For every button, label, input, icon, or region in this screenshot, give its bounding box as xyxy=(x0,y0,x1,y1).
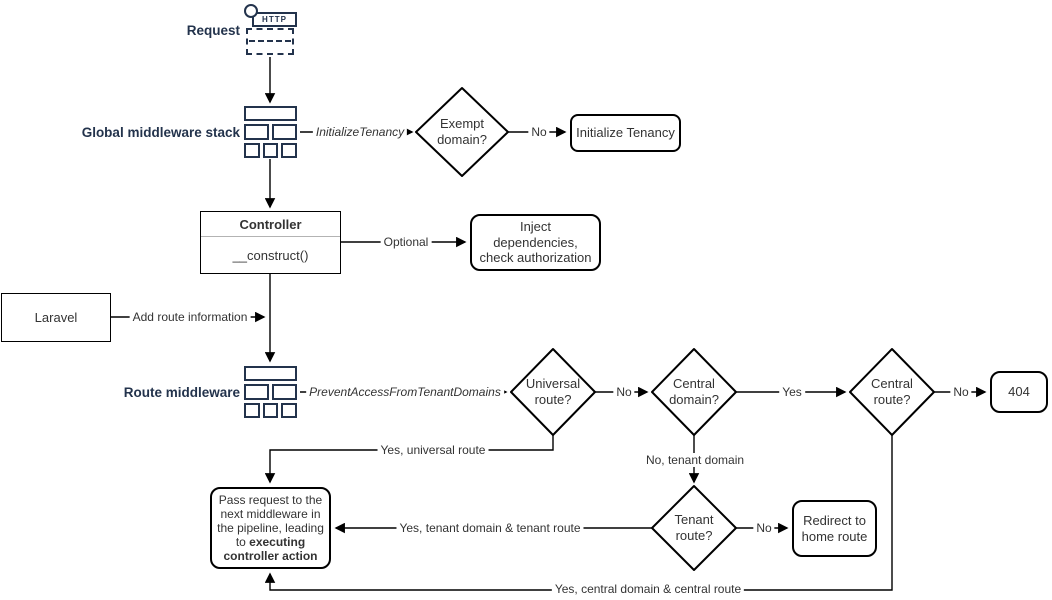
pass-request-normal-text: Pass request to the next middleware in t… xyxy=(217,492,324,550)
stack-cell xyxy=(244,402,260,418)
decision-central-route-label: Central route? xyxy=(871,375,913,407)
node-laravel: Laravel xyxy=(1,293,111,342)
node-redirect-home-label: Redirect to home route xyxy=(801,512,868,544)
global-middleware-stack-label: Global middleware stack xyxy=(81,125,240,140)
edge-label-initialize-tenancy: InitializeTenancy xyxy=(312,125,408,139)
edge-label-optional: Optional xyxy=(380,235,432,249)
node-404-label: 404 xyxy=(1008,384,1030,400)
route-middleware-label: Route middleware xyxy=(123,385,240,400)
http-request-circle xyxy=(244,4,258,18)
stack-cell xyxy=(244,366,297,382)
edge-label-add-route-information: Add route information xyxy=(129,310,251,324)
node-initialize-tenancy: Initialize Tenancy xyxy=(570,114,681,152)
edge-label-universal-no: No xyxy=(613,385,635,399)
stack-cell xyxy=(262,402,279,418)
node-initialize-tenancy-label: Initialize Tenancy xyxy=(576,125,675,141)
decision-central-route xyxy=(849,348,935,436)
edge-label-central-domain-no: No, tenant domain xyxy=(642,453,748,467)
request-label: Request xyxy=(186,23,240,38)
edge-label-central-route-no: No xyxy=(950,385,972,399)
edge-label-prevent-access: PreventAccessFromTenantDomains xyxy=(306,385,504,399)
stack-row-1 xyxy=(244,106,297,122)
node-404: 404 xyxy=(990,371,1048,413)
stack-row-2 xyxy=(244,384,297,400)
stack-cell xyxy=(244,124,269,140)
stack-cell xyxy=(244,384,269,400)
edge-label-universal-yes: Yes, universal route xyxy=(377,443,489,457)
http-request-body xyxy=(246,28,294,55)
stack-row-3 xyxy=(244,142,298,158)
edge-label-exempt-no: No xyxy=(528,125,550,139)
node-inject-dependencies-label: Inject dependencies, check authorization xyxy=(479,219,592,266)
node-pass-request: Pass request to the next middleware in t… xyxy=(210,487,331,569)
route-middleware-stack-icon xyxy=(244,366,298,418)
global-middleware-stack-icon xyxy=(244,106,298,158)
controller-title: Controller xyxy=(201,212,340,237)
edge-label-tenant-no: No xyxy=(753,521,775,535)
stack-cell xyxy=(262,142,279,158)
edge-label-tenant-yes: Yes, tenant domain & tenant route xyxy=(396,521,584,535)
stack-cell xyxy=(281,402,298,418)
http-request-icon: HTTP xyxy=(243,3,299,57)
decision-exempt-domain xyxy=(415,87,509,177)
decision-universal-route xyxy=(510,348,596,436)
node-pass-request-text: Pass request to the next middleware in t… xyxy=(216,493,325,564)
decision-universal-route-label: Universal route? xyxy=(525,375,581,407)
pass-request-bold-text: executing controller action xyxy=(223,535,318,564)
node-controller: Controller __construct() xyxy=(200,211,341,274)
decision-central-domain xyxy=(651,348,737,436)
http-label: HTTP xyxy=(262,14,287,24)
stack-cell xyxy=(244,106,297,122)
edge-label-central-domain-yes: Yes xyxy=(779,385,805,399)
controller-constructor: __construct() xyxy=(232,247,309,263)
node-inject-dependencies: Inject dependencies, check authorization xyxy=(470,214,601,271)
node-laravel-label: Laravel xyxy=(34,309,78,325)
decision-tenant-route xyxy=(651,485,737,571)
stack-row-1 xyxy=(244,366,297,382)
node-redirect-home: Redirect to home route xyxy=(792,500,877,557)
decision-central-domain-label: Central domain? xyxy=(669,375,719,407)
http-request-window: HTTP xyxy=(252,12,297,27)
decision-tenant-route-label: Tenant route? xyxy=(674,511,714,543)
decision-exempt-domain-label: Exempt domain? xyxy=(437,115,487,147)
stack-cell xyxy=(272,124,297,140)
stack-row-3 xyxy=(244,402,298,418)
stack-cell xyxy=(272,384,297,400)
http-request-body-divider xyxy=(249,40,291,42)
edge-label-central-route-yes: Yes, central domain & central route xyxy=(551,582,745,596)
stack-cell xyxy=(244,142,260,158)
stack-cell xyxy=(281,142,298,158)
stack-row-2 xyxy=(244,124,297,140)
